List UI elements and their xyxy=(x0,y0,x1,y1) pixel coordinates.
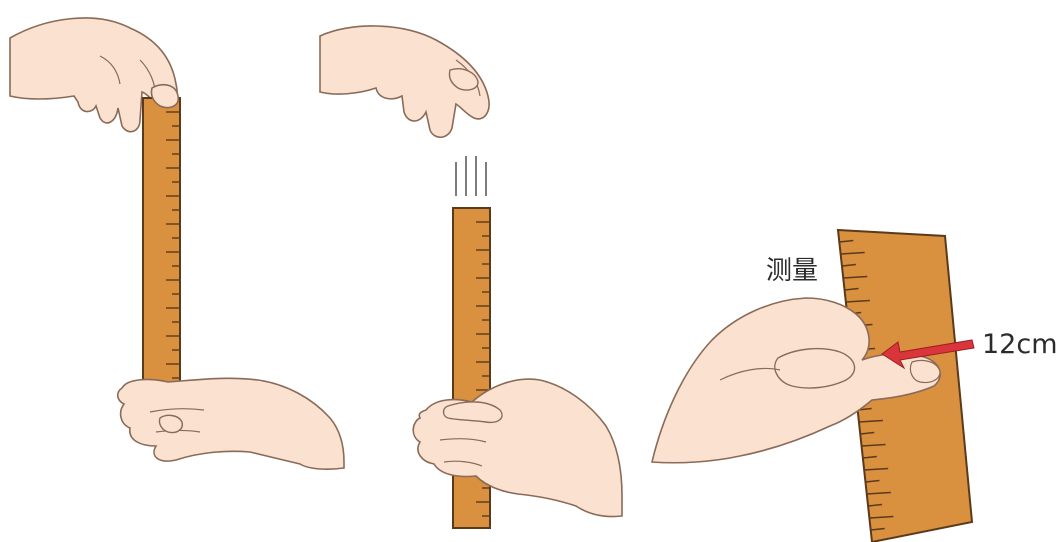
hand-released-top-icon xyxy=(320,26,489,137)
falling-motion-lines-icon xyxy=(456,156,486,196)
panel-2-ruler-falling xyxy=(320,26,622,528)
hand-catching-ruler-icon xyxy=(413,379,622,516)
hand-open-waiting-bottom-icon xyxy=(118,378,344,469)
panel-1-ruler-held xyxy=(10,18,344,469)
measured-length-label: 12cm xyxy=(982,331,1058,358)
ruler-vertical-1 xyxy=(143,98,180,388)
measure-label: 测量 xyxy=(766,258,818,284)
